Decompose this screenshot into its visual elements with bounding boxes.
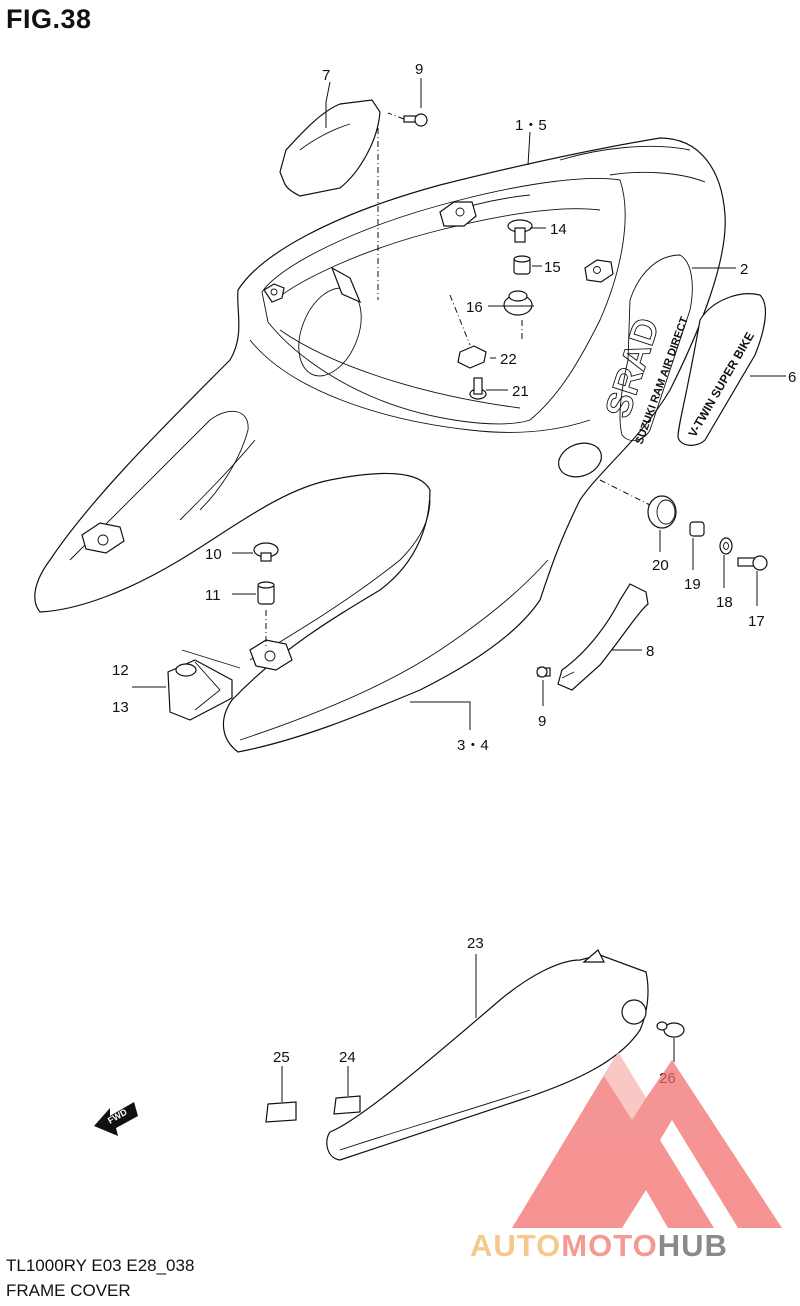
collar-15-part bbox=[513, 255, 531, 275]
svg-text:AUTOMOTOHUB: AUTOMOTOHUB bbox=[470, 1228, 728, 1263]
watermark-triangle-icon bbox=[512, 1052, 782, 1228]
watermark-auto: AUTO bbox=[470, 1228, 561, 1263]
decal-strip-part bbox=[677, 293, 766, 446]
callout-19: 19 bbox=[684, 576, 701, 593]
washer-18-part bbox=[719, 537, 733, 555]
fwd-arrow-icon: FWD bbox=[94, 1102, 138, 1136]
watermark-moto: MOTO bbox=[561, 1228, 657, 1263]
collar-19-part bbox=[689, 521, 705, 537]
screw-14-part bbox=[507, 219, 533, 243]
callout-2: 2 bbox=[740, 261, 748, 278]
figure-title: FIG.38 bbox=[6, 4, 92, 34]
callout-10: 10 bbox=[205, 546, 222, 563]
decal-shape-part bbox=[619, 254, 693, 441]
screw-10-part bbox=[253, 542, 279, 562]
section-name-label: FRAME COVER bbox=[6, 1281, 131, 1300]
collar-11-part bbox=[257, 581, 275, 605]
callout-8: 8 bbox=[646, 643, 654, 660]
callout-1-5: 1・5 bbox=[515, 117, 547, 134]
callout-3-4: 3・4 bbox=[457, 737, 489, 754]
bracket-7-part bbox=[279, 99, 381, 197]
callout-13: 13 bbox=[112, 699, 129, 716]
seat-tail-cover-part bbox=[34, 137, 726, 753]
callout-22: 22 bbox=[500, 351, 517, 368]
callout-23: 23 bbox=[467, 935, 484, 952]
callout-14: 14 bbox=[550, 221, 567, 238]
callout-21: 21 bbox=[512, 383, 529, 400]
callout-12: 12 bbox=[112, 662, 129, 679]
screw-9-lower-part bbox=[536, 666, 551, 678]
bolt-21-part bbox=[469, 377, 487, 400]
callout-7: 7 bbox=[322, 67, 330, 84]
callout-16: 16 bbox=[466, 299, 483, 316]
sticker-24-part bbox=[333, 1095, 361, 1115]
callout-labels: 9 7 1・5 14 15 2 16 22 21 6 10 11 20 19 1… bbox=[112, 61, 796, 1087]
callout-6: 6 bbox=[788, 369, 796, 386]
watermark: AUTOMOTOHUB bbox=[470, 1052, 782, 1263]
nut-22-part bbox=[457, 345, 487, 369]
callout-11: 11 bbox=[205, 587, 221, 604]
frame-cover-23-part bbox=[326, 954, 649, 1161]
callout-17: 17 bbox=[748, 613, 765, 630]
sticker-25-part bbox=[265, 1101, 297, 1123]
screw-17-part bbox=[737, 555, 768, 571]
watermark-hub: HUB bbox=[658, 1228, 728, 1263]
callout-9-top: 9 bbox=[415, 61, 423, 78]
clip-26-part bbox=[656, 1021, 685, 1038]
model-code-label: TL1000RY E03 E28_038 bbox=[6, 1256, 195, 1275]
screw-9-top-part bbox=[403, 113, 428, 127]
callout-15: 15 bbox=[544, 259, 561, 276]
bracket-8-part bbox=[557, 583, 649, 691]
callout-20: 20 bbox=[652, 557, 669, 574]
callout-24: 24 bbox=[339, 1049, 356, 1066]
callout-25: 25 bbox=[273, 1049, 290, 1066]
grommet-20-part bbox=[647, 495, 677, 529]
callout-18: 18 bbox=[716, 594, 733, 611]
grommet-16-part bbox=[503, 290, 533, 316]
callout-9-lower: 9 bbox=[538, 713, 546, 730]
